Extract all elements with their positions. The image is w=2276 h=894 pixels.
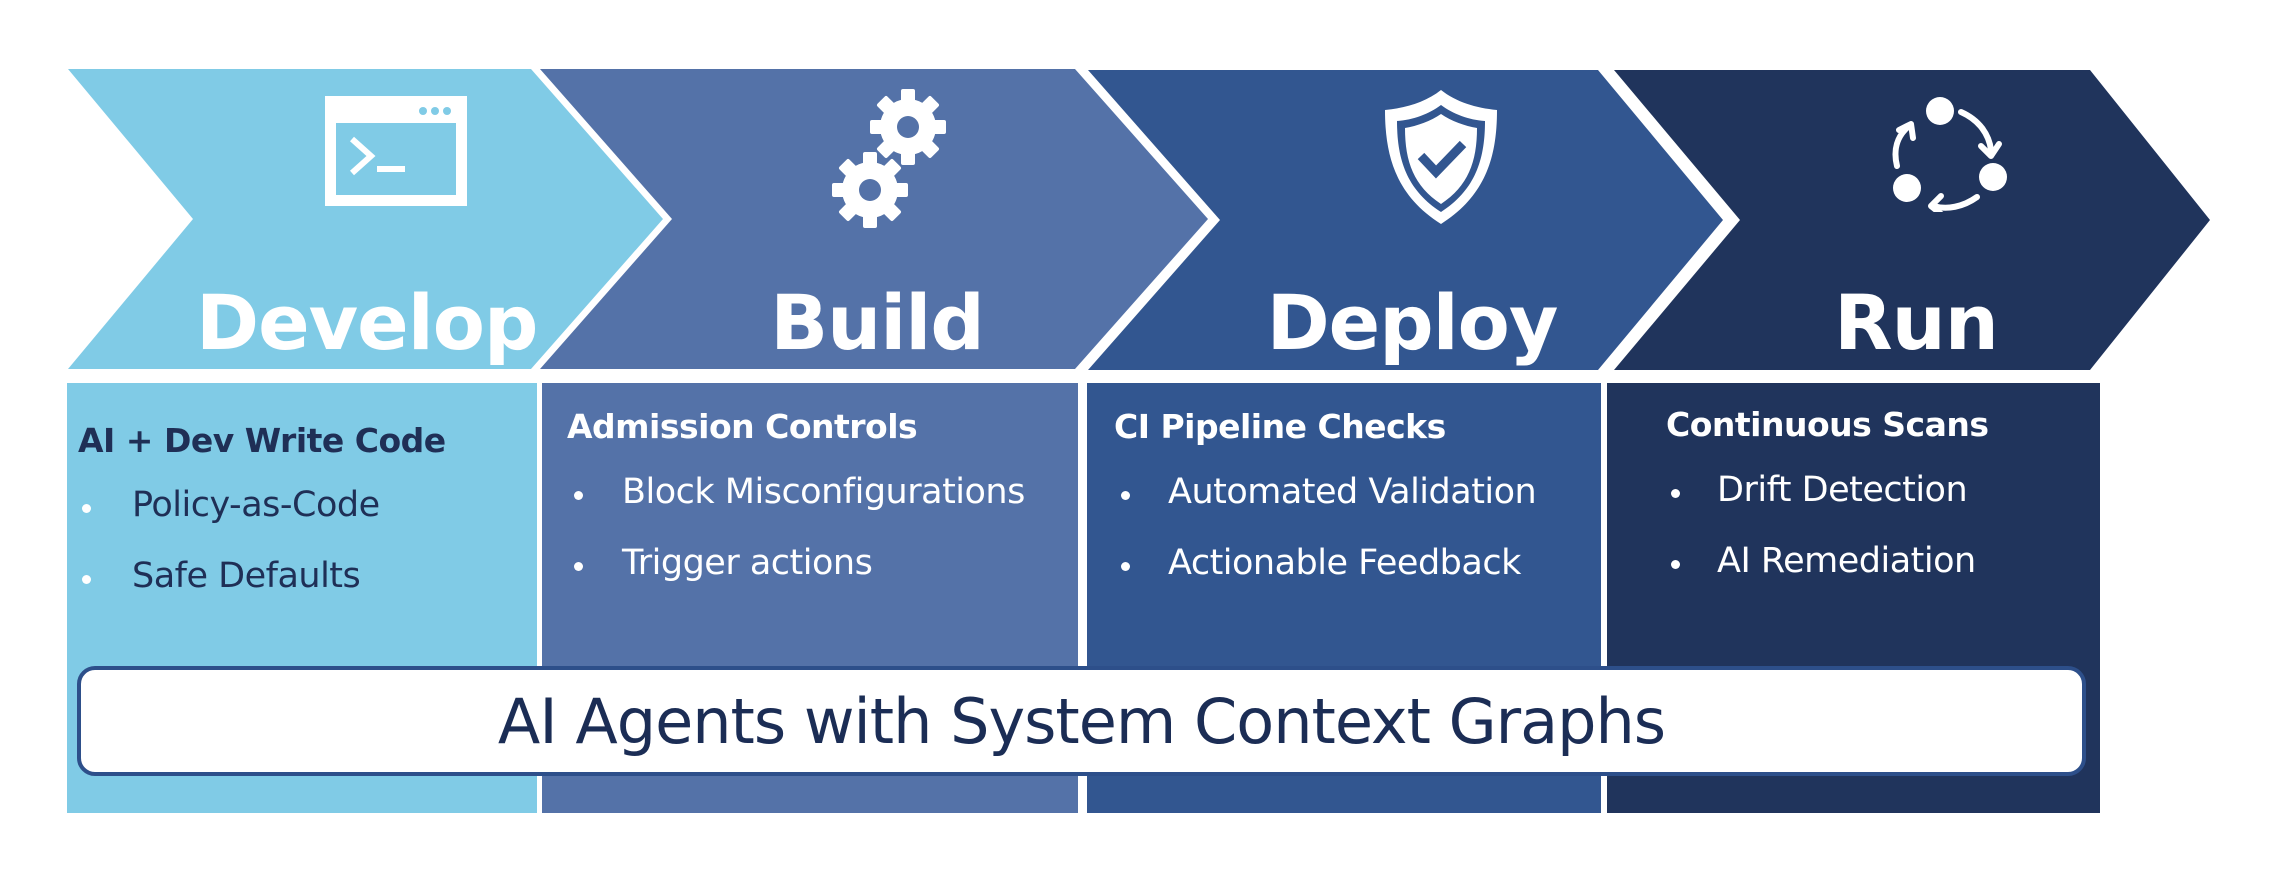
bullet-item: Safe Defaults [132, 556, 361, 596]
bullet-item: Automated Validation [1168, 472, 1537, 512]
stage-title-build: Build [770, 278, 985, 367]
stage-title-run: Run [1834, 278, 1999, 367]
panel-heading: AI + Dev Write Code [78, 421, 446, 460]
chevron-run [1614, 70, 2210, 370]
stage-title-develop: Develop [196, 278, 538, 367]
bullet-item: Policy-as-Code [132, 485, 380, 525]
panel-heading: Admission Controls [567, 407, 918, 446]
bullet-icon [1671, 489, 1680, 498]
ai-agents-banner: AI Agents with System Context Graphs [77, 666, 2086, 776]
bullet-item: Drift Detection [1717, 470, 1968, 510]
shield-check-icon [1385, 90, 1497, 224]
bullet-icon [1671, 560, 1680, 569]
bullet-icon [1121, 491, 1130, 500]
terminal-window-icon [325, 96, 467, 206]
bullet-item: Trigger actions [622, 543, 873, 583]
panel-heading: Continuous Scans [1666, 405, 1989, 444]
stage-title-deploy: Deploy [1266, 278, 1559, 367]
bullet-icon [82, 504, 91, 513]
chevron-develop [68, 69, 663, 369]
bullet-icon [574, 491, 583, 500]
bullet-icon [82, 575, 91, 584]
cycle-icon [1892, 97, 2007, 212]
chevron-deploy [1088, 70, 1723, 370]
bullet-item: AI Remediation [1717, 541, 1976, 581]
banner-text: AI Agents with System Context Graphs [497, 684, 1666, 758]
bullet-item: Block Misconfigurations [622, 472, 1025, 512]
panel-heading: CI Pipeline Checks [1114, 407, 1446, 446]
bullet-icon [1121, 562, 1130, 571]
bullet-item: Actionable Feedback [1168, 543, 1521, 583]
gears-icon [832, 89, 946, 228]
bullet-icon [574, 562, 583, 571]
